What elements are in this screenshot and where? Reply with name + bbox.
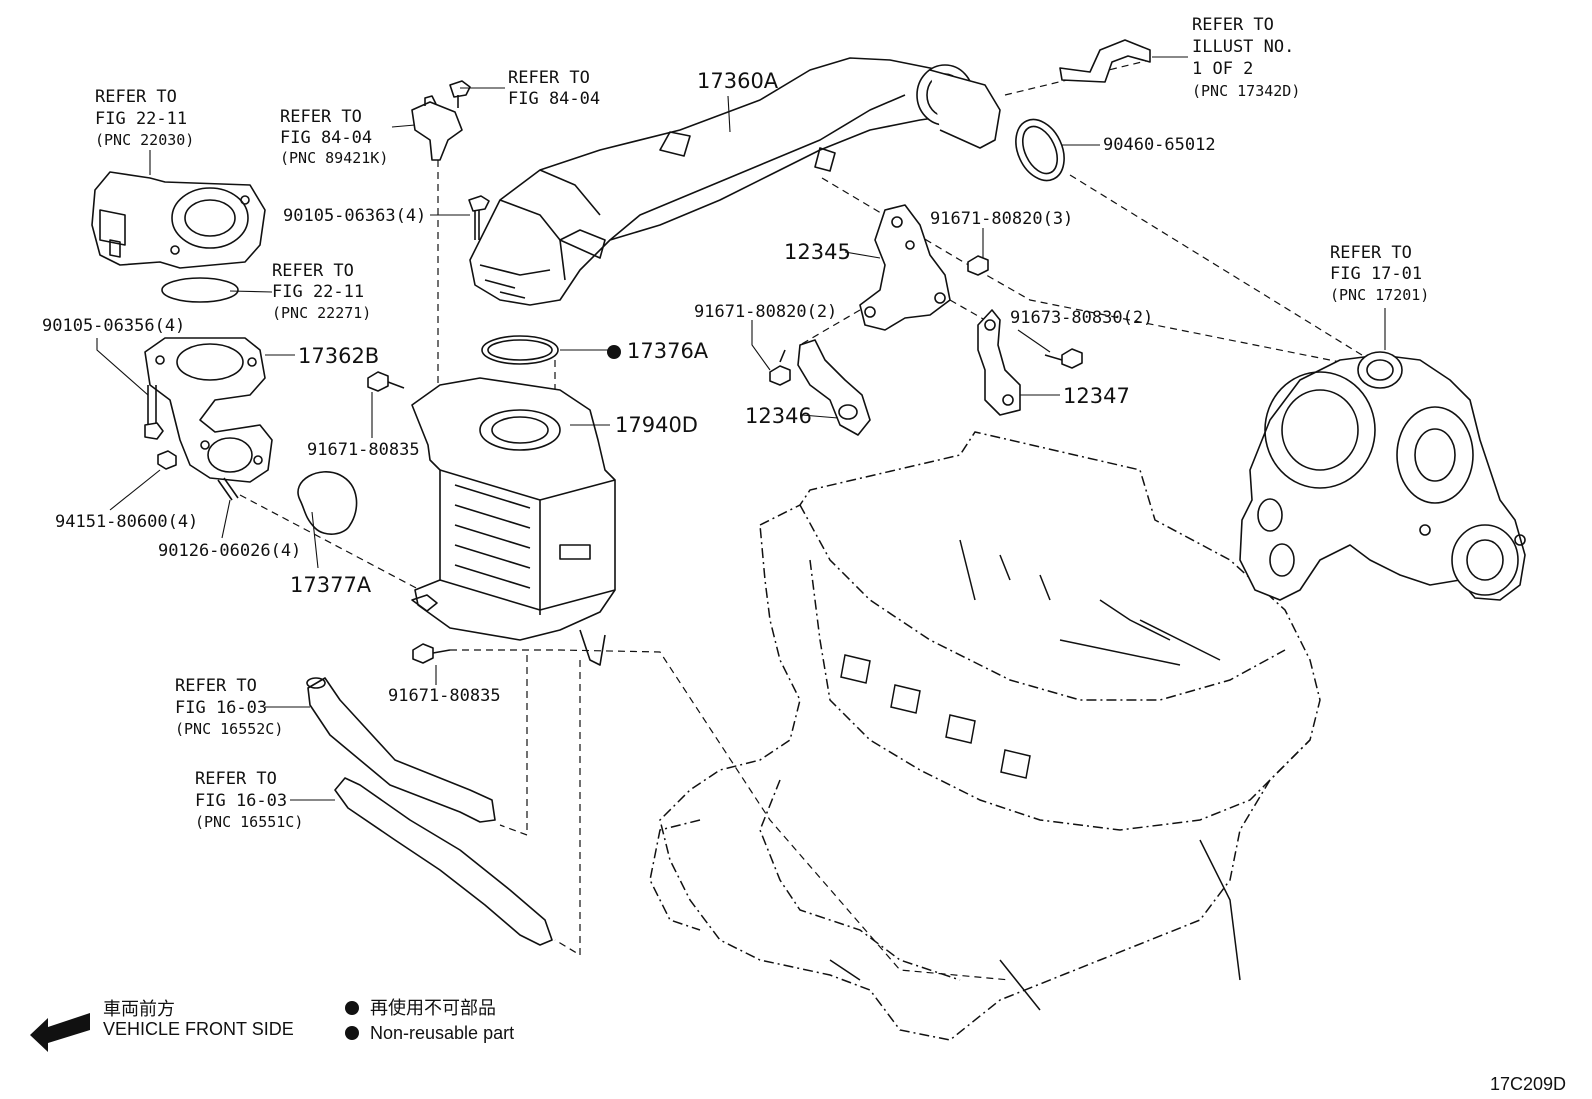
hose-clamp-90460 — [1015, 118, 1065, 182]
legend-dot-icon — [345, 1001, 359, 1015]
sensor-ref-line1: REFER TO — [280, 107, 362, 127]
hose-16551c — [334, 777, 553, 946]
label-17376a: 17376A — [627, 339, 709, 363]
label-91671-80820-3: 91671-80820(3) — [930, 209, 1073, 229]
nut-94151 — [157, 450, 177, 470]
throttle-ref-pnc: (PNC 22030) — [95, 131, 194, 149]
sensor-ref-pnc: (PNC 89421K) — [280, 149, 388, 167]
bolt-sensor — [449, 80, 471, 108]
hose-top-right — [1059, 39, 1151, 83]
bracket-12346 — [797, 339, 871, 436]
label-90126-06026: 90126-06026(4) — [158, 541, 301, 561]
label-12347: 12347 — [1063, 384, 1130, 408]
label-91671-80835-upper: 91671-80835 — [307, 440, 420, 460]
hose2-ref-pnc: (PNC 16551C) — [195, 813, 303, 831]
stud-90126 — [217, 477, 239, 501]
legend-direction-en: VEHICLE FRONT SIDE — [103, 1019, 294, 1039]
front-arrow-icon — [30, 1013, 90, 1052]
bracket-12345 — [859, 204, 951, 331]
gasket-ref-line1: REFER TO — [272, 261, 354, 281]
bolt-91671-80835-upper — [367, 371, 405, 392]
bolt-91671-80820-3 — [967, 255, 989, 276]
hose-top-ref-pnc: (PNC 17342D) — [1192, 82, 1300, 100]
label-90105-06356: 90105-06356(4) — [42, 316, 185, 336]
label-17360a: 17360A — [697, 69, 779, 93]
bolt-90105-06363 — [468, 195, 490, 240]
hose-top-ref-line2: ILLUST NO. — [1192, 37, 1294, 57]
label-91671-80835-lower: 91671-80835 — [388, 686, 501, 706]
legend-direction-jp: 車両前方 — [103, 999, 175, 1019]
label-17940d: 17940D — [615, 413, 698, 437]
bolt-ref-line2: FIG 84-04 — [508, 89, 600, 109]
intake-pipe-17360a — [469, 57, 1001, 306]
label-94151-80600: 94151-80600(4) — [55, 512, 198, 532]
turbocharger — [1239, 351, 1526, 601]
hose1-ref-line2: FIG 16-03 — [175, 698, 267, 718]
gasket-ref-pnc: (PNC 22271) — [272, 304, 371, 322]
hose-16552c — [306, 677, 496, 823]
sensor-ref-line2: FIG 84-04 — [280, 128, 372, 148]
label-17377a: 17377A — [290, 573, 372, 597]
legend-nonreusable-en: Non-reusable part — [370, 1023, 514, 1043]
engine-block-outline — [649, 431, 1321, 1041]
bracket-12347 — [977, 309, 1021, 416]
adapter-17362b — [144, 337, 273, 483]
legend-dot-icon — [345, 1026, 359, 1040]
intercooler-17940d — [411, 377, 616, 666]
gasket-17377a — [297, 471, 358, 535]
bolt-90105-06356 — [144, 385, 164, 440]
bolt-ref-line1: REFER TO — [508, 68, 590, 88]
gasket-ref-line2: FIG 22-11 — [272, 282, 364, 302]
hose-top-ref-line1: REFER TO — [1192, 15, 1274, 35]
hose1-ref-pnc: (PNC 16552C) — [175, 720, 283, 738]
turbo-ref-pnc: (PNC 17201) — [1330, 286, 1429, 304]
hose2-ref-line2: FIG 16-03 — [195, 791, 287, 811]
legend-nonreusable-jp: 再使用不可部品 — [370, 998, 496, 1018]
label-90460-65012: 90460-65012 — [1103, 135, 1216, 155]
label-12346: 12346 — [745, 404, 812, 428]
label-91671-80820-2: 91671-80820(2) — [694, 302, 837, 322]
sensor — [411, 95, 463, 161]
gasket-17376a — [481, 335, 559, 365]
non-reusable-marker — [607, 345, 621, 359]
hose1-ref-line1: REFER TO — [175, 676, 257, 696]
leader-lines — [96, 56, 1386, 801]
label-17362b: 17362B — [298, 344, 379, 368]
label-90105-06363: 90105-06363(4) — [283, 206, 426, 226]
throttle-gasket — [161, 277, 239, 303]
turbo-ref-line1: REFER TO — [1330, 243, 1412, 263]
legend: 車両前方 VEHICLE FRONT SIDE 再使用不可部品 Non-reus… — [30, 998, 514, 1052]
turbo-ref-line2: FIG 17-01 — [1330, 264, 1422, 284]
label-12345: 12345 — [784, 240, 851, 264]
label-91673-80830: 91673-80830(2) — [1010, 308, 1153, 328]
throttle-ref-line2: FIG 22-11 — [95, 109, 187, 129]
bolt-91671-80835-lower — [412, 643, 451, 664]
hose-top-ref-line3: 1 OF 2 — [1192, 59, 1253, 79]
figure-id: 17C209D — [1490, 1074, 1566, 1094]
throttle-body — [91, 171, 266, 269]
bolt-91671-80820-2 — [769, 349, 791, 386]
bolt-91673-80830 — [1044, 348, 1083, 369]
hose2-ref-line1: REFER TO — [195, 769, 277, 789]
throttle-ref-line1: REFER TO — [95, 87, 177, 107]
